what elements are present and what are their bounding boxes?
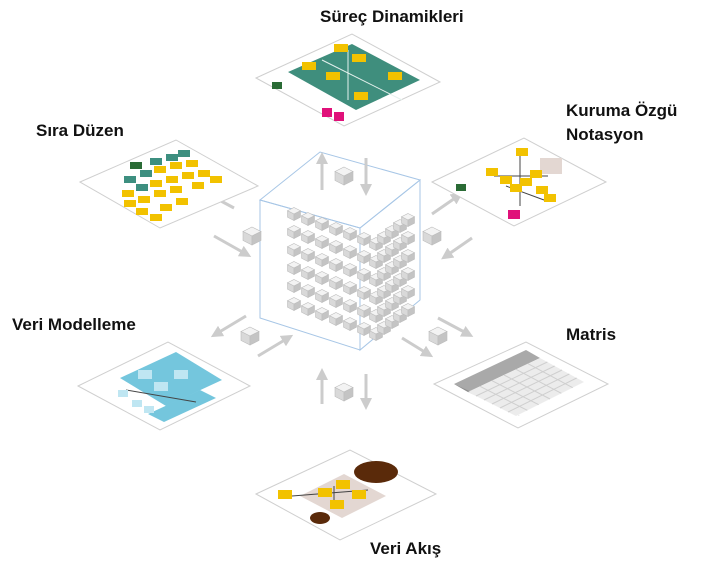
arrow-top-right-out <box>431 192 463 216</box>
label-sequence: Sıra Düzen <box>36 121 124 140</box>
cube-block <box>300 230 316 244</box>
cube-block <box>342 299 358 313</box>
arrow-lower-left-in <box>257 334 294 358</box>
cube-block <box>314 289 330 303</box>
cube-block <box>400 249 416 263</box>
cube-block <box>286 225 302 239</box>
panel-matrix <box>432 341 610 429</box>
cube-block <box>356 250 372 264</box>
panel-sequence <box>78 139 260 229</box>
cube-block <box>400 213 416 227</box>
process-node <box>302 44 402 100</box>
cube-block <box>342 245 358 259</box>
cube-block <box>328 222 344 236</box>
cube-block <box>314 253 330 267</box>
central-cube <box>258 151 422 352</box>
small-cube <box>242 226 262 246</box>
cube-block <box>342 281 358 295</box>
label-matrix: Matris <box>566 325 617 344</box>
cube-block <box>286 279 302 293</box>
small-cube <box>428 326 448 346</box>
cube-block <box>356 286 372 300</box>
label-data-modeling: Veri Modelleme <box>12 315 136 334</box>
cube-block <box>286 261 302 275</box>
cube-block <box>286 297 302 311</box>
cube-block <box>300 284 316 298</box>
cube-block <box>400 267 416 281</box>
small-cube <box>422 226 442 246</box>
cube-block <box>314 217 330 231</box>
panel-data-modeling <box>76 341 252 431</box>
cube-block <box>342 317 358 331</box>
label-process: Süreç Dinamikleri <box>320 7 464 26</box>
small-cube <box>240 326 260 346</box>
cube-block <box>300 302 316 316</box>
small-cubes <box>240 166 448 402</box>
cube-block <box>342 263 358 277</box>
panel-custom-notation <box>430 137 608 227</box>
cube-block <box>328 258 344 272</box>
panel-data-flow <box>254 449 438 541</box>
cube-block <box>314 235 330 249</box>
cube-block <box>314 307 330 321</box>
cube-block <box>356 268 372 282</box>
cube-block-grid <box>286 207 416 341</box>
cube-block <box>376 231 392 245</box>
cube-block <box>328 312 344 326</box>
label-custom-notation-line1: Kuruma Özgü <box>566 101 678 120</box>
cube-block <box>300 212 316 226</box>
cube-block <box>286 243 302 257</box>
cube-block <box>356 232 372 246</box>
cube-block <box>356 322 372 336</box>
cube-block <box>314 271 330 285</box>
cube-block <box>400 231 416 245</box>
cube-block <box>300 266 316 280</box>
cube-block <box>356 304 372 318</box>
small-cube <box>334 382 354 402</box>
cube-block <box>286 207 302 221</box>
label-custom-notation-line2: Notasyon <box>566 125 644 144</box>
cube-block <box>342 227 358 241</box>
arrow-lower-right-in <box>401 336 434 358</box>
label-data-flow: Veri Akış <box>370 539 442 558</box>
cube-block <box>400 303 416 317</box>
small-cube <box>334 166 354 186</box>
cube-block <box>328 276 344 290</box>
cube-block <box>300 248 316 262</box>
panel-process <box>254 33 442 127</box>
arrow-top-right-in <box>441 236 473 260</box>
arrow-lower-left-out <box>210 314 247 338</box>
cube-block <box>328 240 344 254</box>
cube-block <box>400 285 416 299</box>
arrow-left-in <box>213 234 252 257</box>
arrow-lower-right-out <box>437 316 474 337</box>
cube-block <box>328 294 344 308</box>
